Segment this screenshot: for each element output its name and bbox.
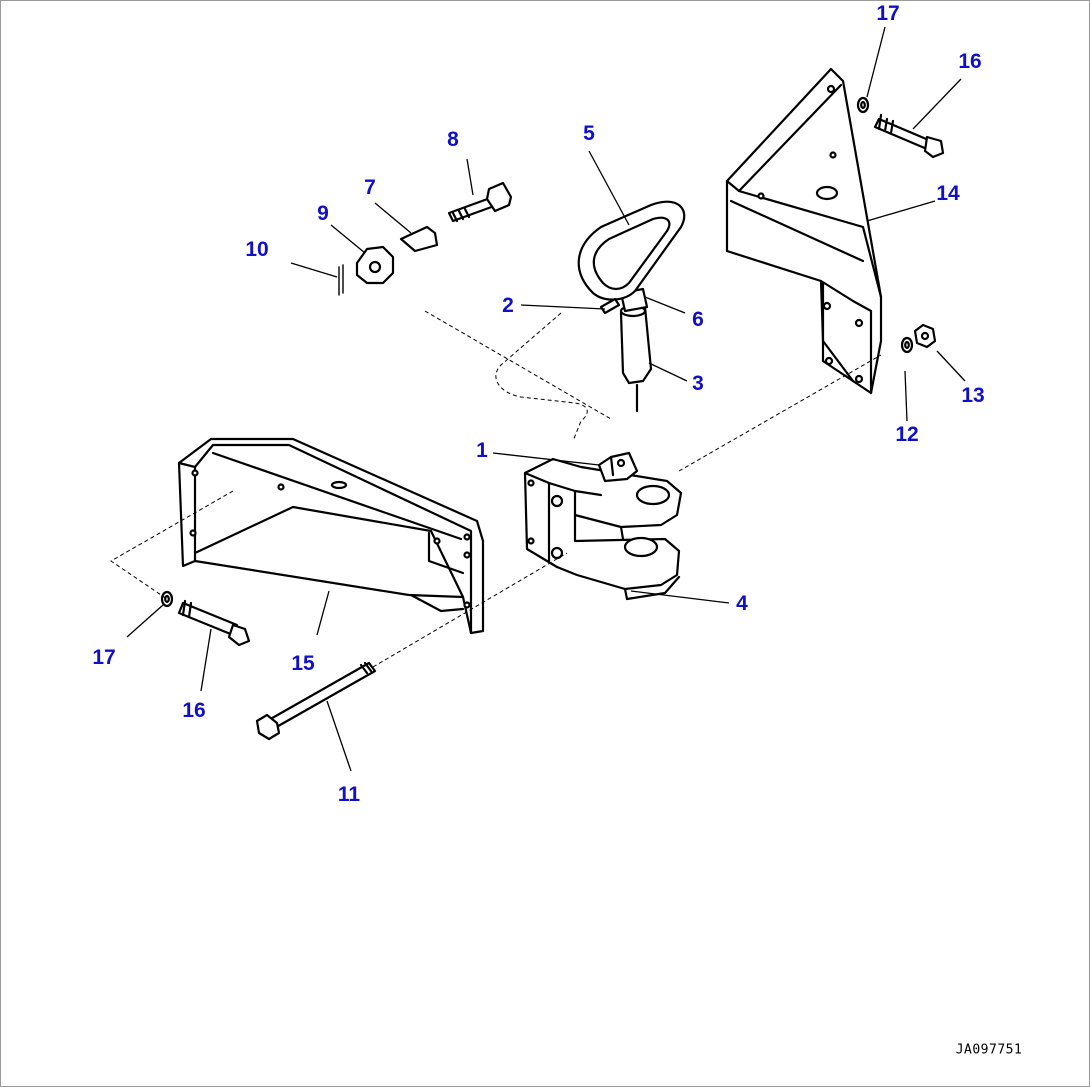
part-7-clip[interactable] bbox=[399, 225, 439, 253]
part-16-bolt-top[interactable] bbox=[873, 113, 945, 159]
callout-8: 8 bbox=[447, 128, 459, 151]
part-8-bolt[interactable] bbox=[447, 181, 513, 223]
drawing-code: JA097751 bbox=[955, 1042, 1023, 1058]
callout-11: 11 bbox=[337, 783, 361, 806]
callout-16-left: 16 bbox=[182, 699, 206, 722]
callout-2: 2 bbox=[502, 294, 514, 317]
part-14-right-bracket[interactable] bbox=[725, 67, 883, 395]
part-16-bolt-left[interactable] bbox=[177, 599, 251, 647]
part-1-plate[interactable] bbox=[597, 451, 639, 483]
leader-lines bbox=[126, 26, 966, 772]
part-12-washer[interactable] bbox=[900, 336, 914, 354]
part-10-cotter-pin[interactable] bbox=[338, 264, 344, 296]
callout-14: 14 bbox=[936, 182, 960, 205]
part-4-clevis-hitch[interactable] bbox=[523, 457, 683, 601]
part-11-long-bolt[interactable] bbox=[255, 661, 377, 741]
callout-3: 3 bbox=[692, 372, 704, 395]
part-17-washer-left[interactable] bbox=[160, 590, 174, 608]
callout-4: 4 bbox=[736, 592, 748, 615]
part-5-handle[interactable] bbox=[577, 200, 686, 301]
part-9-nut[interactable] bbox=[355, 245, 395, 285]
callout-1: 1 bbox=[476, 439, 488, 462]
callout-5: 5 bbox=[583, 122, 595, 145]
callout-13: 13 bbox=[961, 384, 985, 407]
callout-7: 7 bbox=[364, 176, 376, 199]
callout-17-top: 17 bbox=[876, 2, 900, 25]
callout-12: 12 bbox=[895, 423, 919, 446]
callout-17-left: 17 bbox=[92, 646, 116, 669]
callout-16-top: 16 bbox=[958, 50, 982, 73]
part-2-small-pin[interactable] bbox=[599, 297, 621, 315]
part-17-washer-top[interactable] bbox=[856, 96, 870, 114]
part-13-nut[interactable] bbox=[913, 323, 937, 349]
callout-15: 15 bbox=[291, 652, 315, 675]
part-3-pin[interactable] bbox=[619, 304, 653, 413]
assembly-lines bbox=[110, 310, 882, 668]
callout-10: 10 bbox=[245, 238, 269, 261]
part-15-left-bracket[interactable] bbox=[177, 437, 485, 635]
callout-6: 6 bbox=[692, 308, 704, 331]
callout-9: 9 bbox=[317, 202, 329, 225]
